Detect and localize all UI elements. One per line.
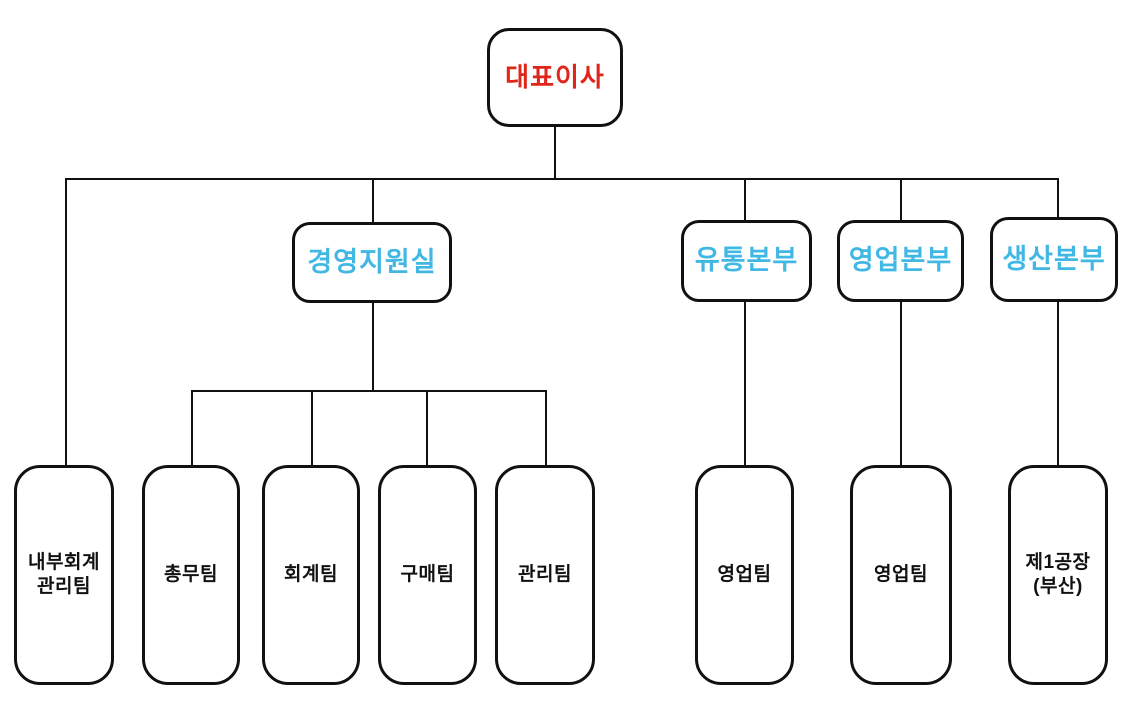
- connector-sales-division-drop: [900, 178, 902, 222]
- connector-internal-accounting-drop: [65, 178, 67, 467]
- connector-accounting-drop: [311, 390, 313, 466]
- connector-purchasing-drop: [426, 390, 428, 466]
- node-accounting-team: 회계팀: [262, 465, 360, 685]
- connector-production-drop: [1057, 178, 1059, 219]
- connector-distribution-drop: [744, 178, 746, 222]
- connector-level2-horizontal: [191, 390, 547, 392]
- node-distribution-division: 유통본부: [681, 220, 812, 302]
- node-ceo: 대표이사: [487, 28, 623, 127]
- connector-sales-team-2-drop: [900, 302, 902, 466]
- node-production-division: 생산본부: [990, 217, 1118, 302]
- node-purchasing-team: 구매팀: [378, 465, 477, 685]
- node-sales-team-1: 영업팀: [695, 465, 794, 685]
- connector-management-support-riser: [372, 303, 374, 391]
- connector-management-support-drop: [372, 178, 374, 224]
- connector-factory-drop: [1057, 302, 1059, 466]
- connector-general-affairs-drop: [191, 390, 193, 466]
- node-general-affairs-team: 총무팀: [142, 465, 240, 685]
- node-admin-team: 관리팀: [495, 465, 595, 685]
- node-factory-1-busan: 제1공장 (부산): [1008, 465, 1108, 685]
- connector-level1-horizontal: [65, 178, 1059, 180]
- connector-root-drop: [554, 127, 556, 180]
- node-management-support-office: 경영지원실: [292, 222, 452, 303]
- connector-admin-team-drop: [545, 390, 547, 466]
- node-sales-team-2: 영업팀: [850, 465, 952, 685]
- node-sales-division: 영업본부: [837, 220, 964, 302]
- connector-sales-team-1-drop: [744, 302, 746, 466]
- node-internal-accounting-team: 내부회계 관리팀: [14, 465, 114, 685]
